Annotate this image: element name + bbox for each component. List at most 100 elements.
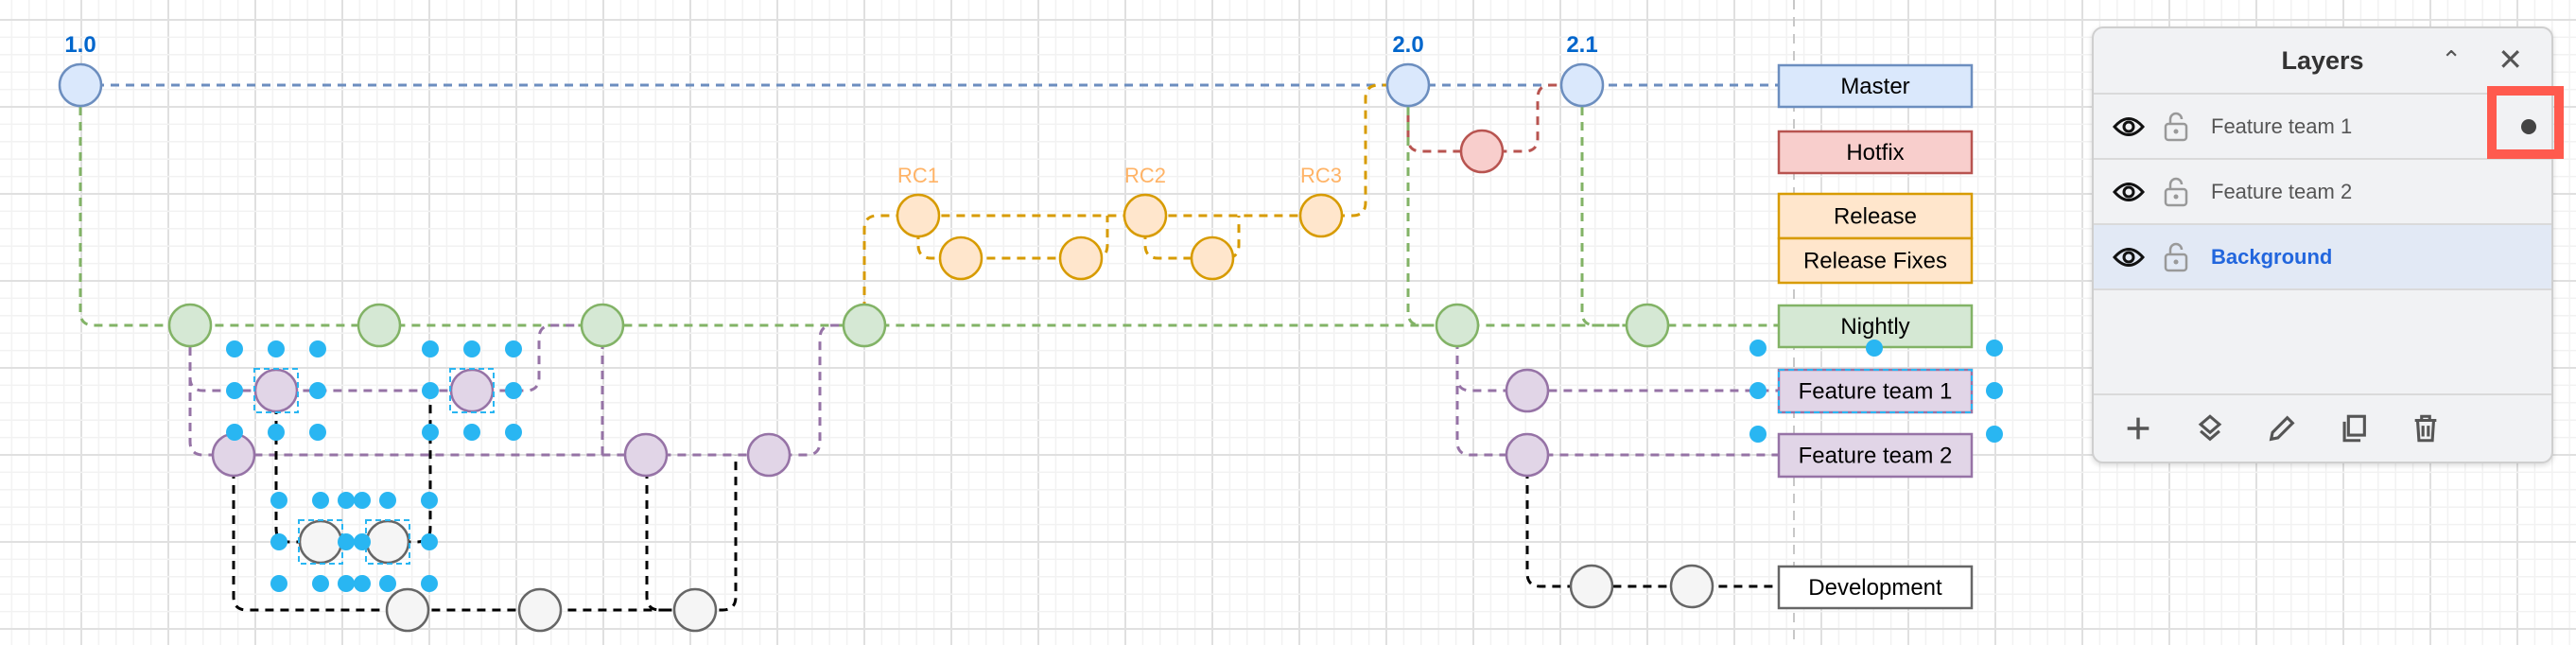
selection-handle[interactable] — [421, 575, 438, 592]
selection-handle[interactable] — [422, 340, 439, 357]
branch-label-feature-team-1[interactable]: Feature team 1 — [1777, 368, 1974, 414]
feature-team-1-edge — [188, 323, 602, 392]
trash-icon[interactable] — [2410, 412, 2442, 445]
chevron-up-icon[interactable]: ⌃ — [2441, 45, 2462, 74]
selection-handle[interactable] — [354, 575, 371, 592]
nightly-commit-node[interactable] — [1625, 303, 1670, 348]
development-commit-node[interactable] — [672, 587, 718, 633]
layers-icon[interactable] — [2194, 412, 2226, 445]
layer-row[interactable]: Feature team 2 — [2094, 160, 2551, 225]
release-commit-node[interactable] — [896, 193, 941, 238]
nightly-edge — [1580, 107, 1647, 327]
selection-handle[interactable] — [338, 533, 355, 550]
selection-handle[interactable] — [309, 382, 326, 399]
selection-handle[interactable] — [270, 575, 287, 592]
branch-label-text: Master — [1840, 74, 1909, 99]
close-icon[interactable]: ✕ — [2498, 43, 2523, 77]
development-commit-node[interactable] — [1569, 564, 1614, 609]
unlock-icon[interactable] — [2164, 242, 2188, 272]
nightly-edge — [1406, 107, 1457, 327]
nightly-commit-node[interactable] — [842, 303, 887, 348]
selection-handle[interactable] — [1866, 340, 1883, 357]
release-commit-node[interactable] — [938, 235, 983, 281]
nightly-commit-node[interactable] — [1435, 303, 1480, 348]
feature-team-1-commit-node[interactable] — [1505, 368, 1550, 413]
development-edge — [645, 455, 681, 612]
development-commit-node[interactable] — [517, 587, 563, 633]
selection-handle[interactable] — [463, 424, 480, 441]
selection-handle[interactable] — [422, 382, 439, 399]
selection-handle[interactable] — [309, 424, 326, 441]
selection-handle[interactable] — [268, 340, 285, 357]
release-commit-node[interactable] — [1123, 193, 1168, 238]
selection-handle[interactable] — [354, 492, 371, 509]
development-commit-node[interactable] — [1669, 564, 1714, 609]
selection-handle[interactable] — [379, 492, 396, 509]
selection-handle[interactable] — [1749, 426, 1767, 443]
selection-handle[interactable] — [309, 340, 326, 357]
selection-handle[interactable] — [379, 575, 396, 592]
master-commit-node[interactable] — [1559, 62, 1605, 108]
selection-handle[interactable] — [270, 492, 287, 509]
selection-handle[interactable] — [421, 533, 438, 550]
selection-handle[interactable] — [422, 424, 439, 441]
selection-handle[interactable] — [226, 424, 243, 441]
selection-handle[interactable] — [505, 340, 522, 357]
master-commit-node[interactable] — [58, 62, 103, 108]
feature-team-2-commit-node[interactable] — [746, 432, 792, 478]
feature-team-1-commit-node[interactable] — [253, 368, 299, 413]
selection-handle[interactable] — [505, 424, 522, 441]
nightly-commit-node[interactable] — [167, 303, 213, 348]
selection-handle[interactable] — [312, 492, 329, 509]
eye-icon[interactable] — [2113, 182, 2145, 202]
plus-icon[interactable] — [2122, 412, 2154, 445]
layer-row[interactable]: Feature team 1 — [2094, 95, 2551, 160]
duplicate-icon[interactable] — [2338, 412, 2370, 445]
selection-handle[interactable] — [338, 575, 355, 592]
branch-label-hotfix[interactable]: Hotfix — [1777, 130, 1974, 175]
selection-handle[interactable] — [1749, 340, 1767, 357]
pencil-icon[interactable] — [2266, 412, 2298, 445]
branch-label-master[interactable]: Master — [1777, 63, 1974, 109]
selection-handle[interactable] — [354, 533, 371, 550]
selection-indicator-icon[interactable] — [2521, 118, 2536, 134]
feature-team-1-commit-node[interactable] — [449, 368, 495, 413]
selection-handle[interactable] — [270, 533, 287, 550]
selection-handle[interactable] — [312, 575, 329, 592]
selection-handle[interactable] — [421, 492, 438, 509]
selection-handle[interactable] — [1986, 382, 2003, 399]
layer-row[interactable]: Background — [2094, 225, 2551, 290]
selection-handle[interactable] — [463, 340, 480, 357]
branch-label-release[interactable]: Release — [1777, 192, 1974, 240]
selection-handle[interactable] — [1986, 340, 2003, 357]
eye-icon[interactable] — [2113, 247, 2145, 268]
hotfix-commit-node[interactable] — [1459, 129, 1505, 174]
nightly-commit-node[interactable] — [580, 303, 625, 348]
nightly-commit-node[interactable] — [357, 303, 402, 348]
feature-team-1-edge — [1455, 325, 1779, 392]
eye-icon[interactable] — [2113, 116, 2145, 137]
release-commit-node[interactable] — [1058, 235, 1104, 281]
development-commit-node[interactable] — [385, 587, 430, 633]
unlock-icon[interactable] — [2164, 112, 2188, 142]
unlock-icon[interactable] — [2164, 177, 2188, 207]
development-commit-node[interactable] — [365, 519, 410, 565]
branch-label-development[interactable]: Development — [1777, 565, 1974, 610]
branch-label-feature-team-2[interactable]: Feature team 2 — [1777, 432, 1974, 479]
selection-handle[interactable] — [268, 424, 285, 441]
master-commit-node[interactable] — [1385, 62, 1431, 108]
selection-handle[interactable] — [226, 382, 243, 399]
selection-handle[interactable] — [338, 492, 355, 509]
selection-handle[interactable] — [1986, 426, 2003, 443]
selection-handle[interactable] — [1749, 382, 1767, 399]
development-commit-node[interactable] — [298, 519, 343, 565]
branch-label-release-fixes[interactable]: Release Fixes — [1777, 236, 1974, 285]
selection-handle[interactable] — [226, 340, 243, 357]
feature-team-2-commit-node[interactable] — [1505, 432, 1550, 478]
selection-handle[interactable] — [505, 382, 522, 399]
release-commit-node[interactable] — [1298, 193, 1344, 238]
release-commit-node[interactable] — [1190, 235, 1235, 281]
feature-team-2-commit-node[interactable] — [623, 432, 669, 478]
